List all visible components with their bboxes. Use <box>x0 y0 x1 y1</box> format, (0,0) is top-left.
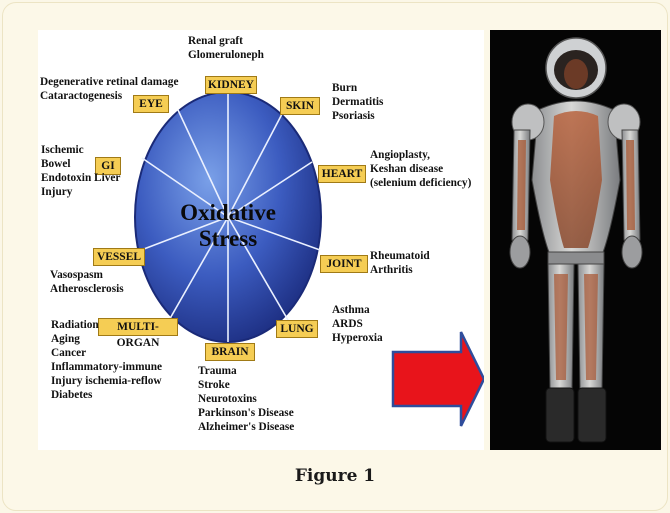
spokes <box>135 92 321 342</box>
organ-heart: HEART <box>318 165 366 183</box>
organ-joint: JOINT <box>320 255 368 273</box>
note-heart: Angioplasty,Keshan disease(selenium defi… <box>370 149 472 189</box>
organ-lung: LUNG <box>276 320 318 338</box>
organ-brain: BRAIN <box>205 343 255 361</box>
center-label: Oxidative Stress <box>180 200 276 251</box>
organ-gi: GI <box>95 157 121 175</box>
organ-kidney: KIDNEY <box>205 76 257 94</box>
organ-multi-organ: MULTI-ORGAN <box>98 318 178 349</box>
astronaut-figure <box>509 37 643 443</box>
astronaut-anatomy-image <box>490 30 661 450</box>
organ-vessel: VESSEL <box>93 248 145 266</box>
oxidative-stress-diagram: Oxidative Stress KIDNEY EYE SKIN GI HEAR… <box>38 30 484 450</box>
figure-caption: Figure 1 <box>294 466 376 486</box>
diagram-graphics <box>134 91 484 427</box>
right-arrow <box>391 331 484 427</box>
organ-skin: SKIN <box>280 97 320 115</box>
organ-eye: EYE <box>133 95 169 113</box>
